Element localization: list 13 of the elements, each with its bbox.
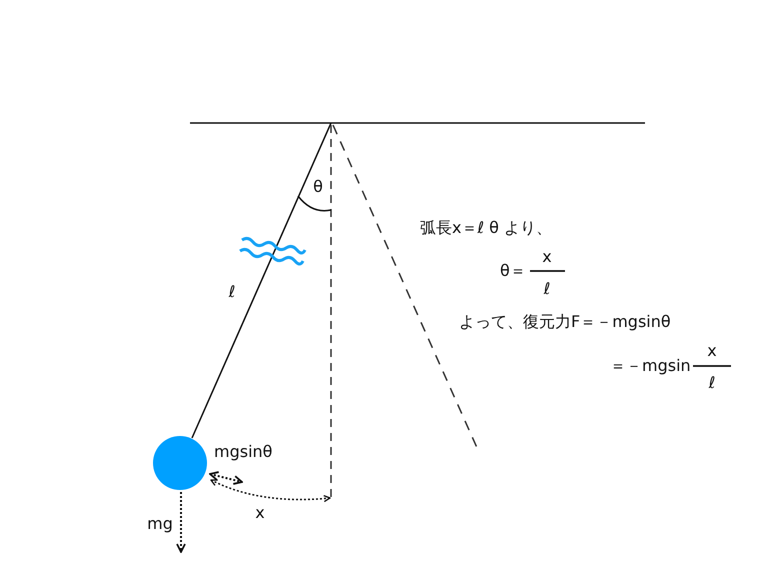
denominator: ℓ [708, 374, 716, 392]
angle-label: θ [313, 178, 323, 196]
numerator: x [707, 342, 717, 360]
denominator: ℓ [544, 280, 550, 298]
length-label: ℓ [228, 283, 236, 301]
force-label: mgsinθ [214, 443, 272, 461]
formula-text: よって、復元力F＝－mgsinθ [459, 313, 671, 331]
numerator: x [542, 248, 552, 266]
formula-text: θ＝ [500, 262, 526, 280]
force-label: mg [147, 515, 173, 533]
arc-length-label: x [255, 504, 265, 522]
formula-text: ＝－mgsin [610, 357, 691, 375]
formula-text: 弧長x＝ℓ θ より、 [420, 219, 552, 237]
